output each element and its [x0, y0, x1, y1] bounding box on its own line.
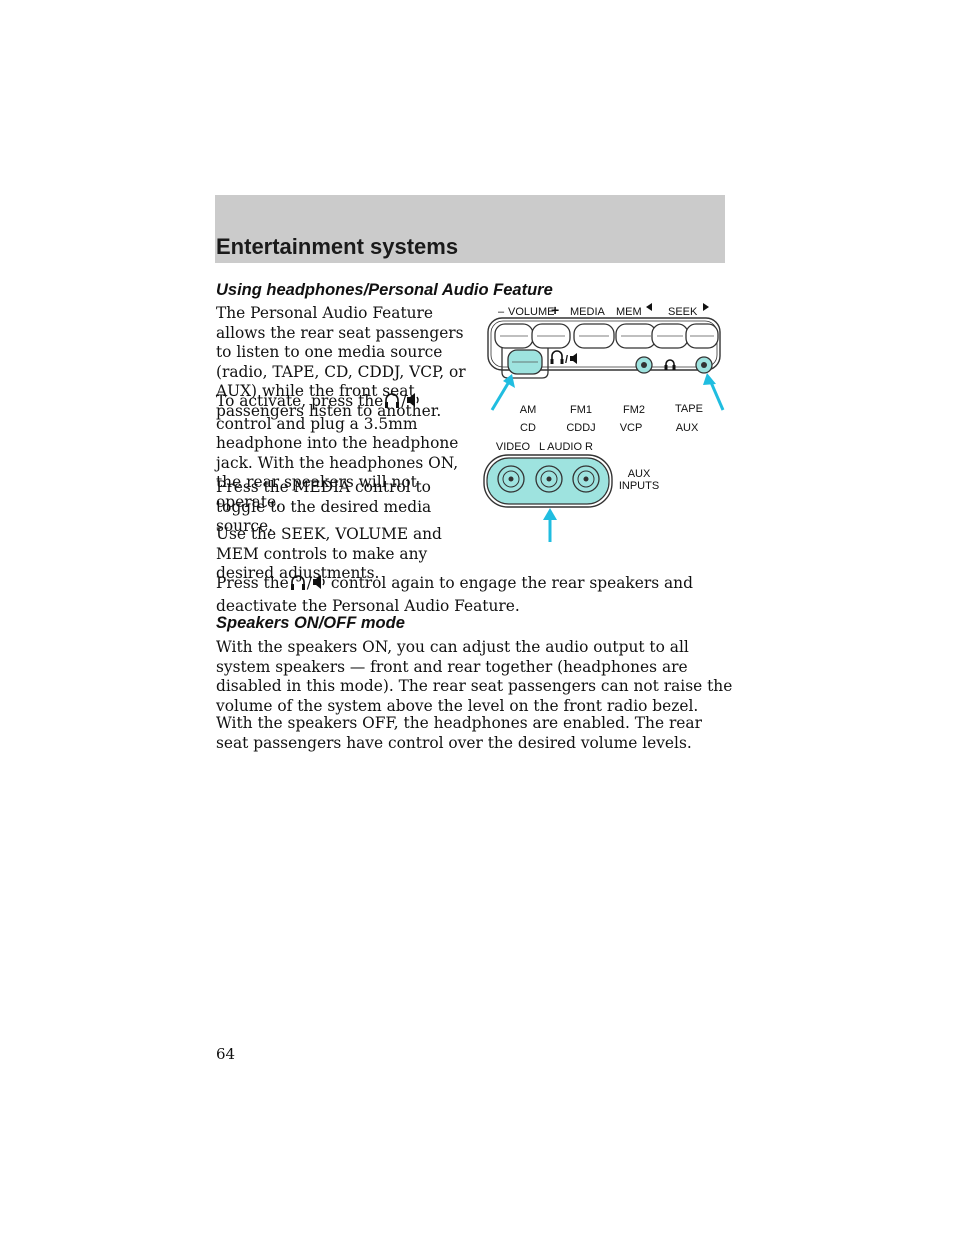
seek-right-arrow-icon: [703, 303, 709, 311]
am-label: AM: [520, 404, 537, 416]
cd-label: CD: [520, 422, 536, 434]
toggle-pointer-arrow: [490, 379, 512, 411]
section-title: Entertainment systems: [216, 234, 459, 259]
volume-label: VOLUME: [508, 306, 554, 318]
toggle-symbol-icon: /: [550, 350, 577, 366]
headphone-icon: [289, 573, 307, 597]
paragraph-speakers-on: With the speakers ON, you can adjust the…: [216, 638, 733, 715]
audio-label: L AUDIO R: [539, 441, 593, 453]
activate-text-before: To activate, press the: [216, 392, 384, 410]
seek-label: SEEK: [668, 306, 698, 318]
volume-minus-label: –: [498, 306, 505, 318]
paragraph-speakers-off: With the speakers OFF, the headphones ar…: [216, 714, 702, 752]
aux-inputs-label-2: INPUTS: [619, 480, 659, 492]
aux-inputs-label-1: AUX: [628, 468, 651, 480]
button-panel-inner-outline: [490, 320, 718, 368]
heading-speakers-mode: Speakers ON/OFF mode: [216, 614, 405, 632]
toggle-button-housing: [501, 346, 549, 379]
heading-personal-audio: Using headphones/Personal Audio Feature: [216, 281, 553, 299]
jack-pointer-arrow: [708, 379, 725, 411]
volume-plus-label: +: [551, 302, 559, 318]
seek-left-arrow-icon: [646, 303, 652, 311]
deactivate-text-before: Press the: [216, 574, 289, 592]
fm2-label: FM2: [623, 404, 645, 416]
video-label: VIDEO: [496, 441, 531, 453]
page-number: 64: [216, 1045, 236, 1063]
paragraph-deactivate: Press the / control again to engage the r…: [216, 573, 736, 616]
paragraph-intro: The Personal Audio Feature allows the re…: [216, 304, 466, 420]
toggle-slash-label: /: [565, 354, 568, 366]
headphone-icon: [383, 391, 401, 415]
paragraph-media: Press the MEDIA control to toggle to the…: [216, 478, 432, 535]
mem-label: MEM: [616, 306, 642, 318]
tape-label: TAPE: [675, 403, 703, 415]
activate-text-slash: /: [401, 392, 407, 410]
aux-label: AUX: [676, 422, 699, 434]
speaker-icon: [312, 573, 326, 597]
deactivate-text-after: control again to engage the rear speaker…: [216, 574, 693, 615]
cddj-label: CDDJ: [566, 422, 595, 434]
deactivate-text-slash: /: [306, 574, 312, 592]
rear-control-panel-figure: – VOLUME + MEDIA MEM SEEK: [480, 298, 730, 548]
media-label: MEDIA: [570, 306, 606, 318]
header-band: [215, 195, 725, 263]
fm1-label: FM1: [570, 404, 592, 416]
button-panel-outline: [487, 317, 721, 371]
paragraph-adjust: Use the SEEK, VOLUME and MEM controls to…: [216, 525, 442, 582]
vcp-label: VCP: [620, 422, 643, 434]
speaker-icon: [406, 391, 420, 415]
activate-text-after: control and plug a 3.5mm headphone into …: [216, 414, 459, 511]
paragraph-activate: To activate, press the / control and plug…: [216, 391, 478, 512]
headphone-jack-icon: [664, 359, 676, 370]
